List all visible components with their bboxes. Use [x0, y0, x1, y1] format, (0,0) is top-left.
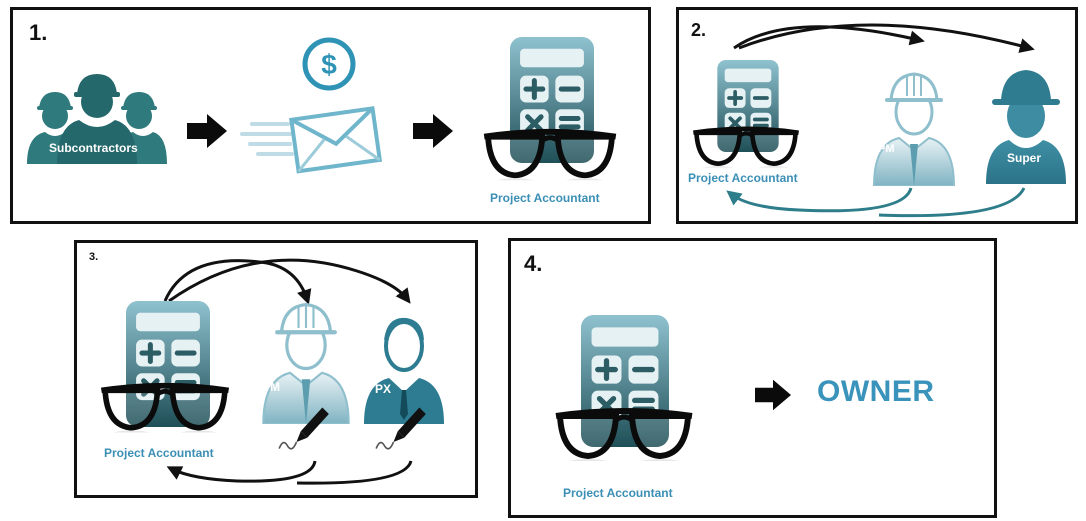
arrow-right-icon	[755, 379, 791, 411]
step-number: 2.	[691, 20, 707, 40]
step-1-panel: 1. Subcontractors $	[10, 7, 651, 224]
glasses-icon	[475, 127, 625, 187]
curved-arrow-icon	[163, 258, 413, 485]
arrow-right-icon	[187, 114, 227, 148]
pen-signature-icon	[374, 401, 428, 455]
project-accountant-label: Project Accountant	[490, 191, 600, 205]
step-number: 3.	[89, 251, 99, 263]
step-number: 1.	[29, 20, 48, 45]
step-number: 4.	[524, 251, 543, 276]
pm-label: PM	[262, 380, 280, 394]
step-3-panel: 3. Project Accountant PM PX	[74, 240, 478, 498]
glasses-icon	[549, 406, 699, 468]
pen-signature-icon	[277, 401, 331, 455]
owner-label: OWNER	[817, 375, 935, 408]
project-accountant-label: Project Accountant	[688, 171, 798, 185]
super-label: Super	[1007, 151, 1042, 165]
px-label: PX	[375, 382, 392, 396]
subcontractors-label: Subcontractors	[49, 141, 138, 155]
project-accountant-label: Project Accountant	[563, 486, 673, 500]
pm-hardhat-person-icon	[869, 66, 959, 186]
step-4-panel: 4. Project Accountant OWNER	[508, 238, 997, 518]
step-2-panel: 2. Project Accountant PM Super	[676, 7, 1078, 224]
pm-label: PM	[878, 143, 895, 155]
project-accountant-label: Project Accountant	[104, 446, 214, 460]
envelope-icon	[240, 106, 383, 174]
glasses-icon	[95, 381, 235, 439]
super-hardhat-person-icon	[981, 62, 1071, 186]
curved-arrow-icon	[726, 23, 1035, 218]
glasses-icon	[691, 125, 801, 173]
arrow-right-icon	[413, 114, 453, 148]
svg-text:$: $	[321, 49, 337, 80]
dollar-icon: $	[302, 37, 356, 91]
subcontractors-icon	[27, 74, 167, 164]
